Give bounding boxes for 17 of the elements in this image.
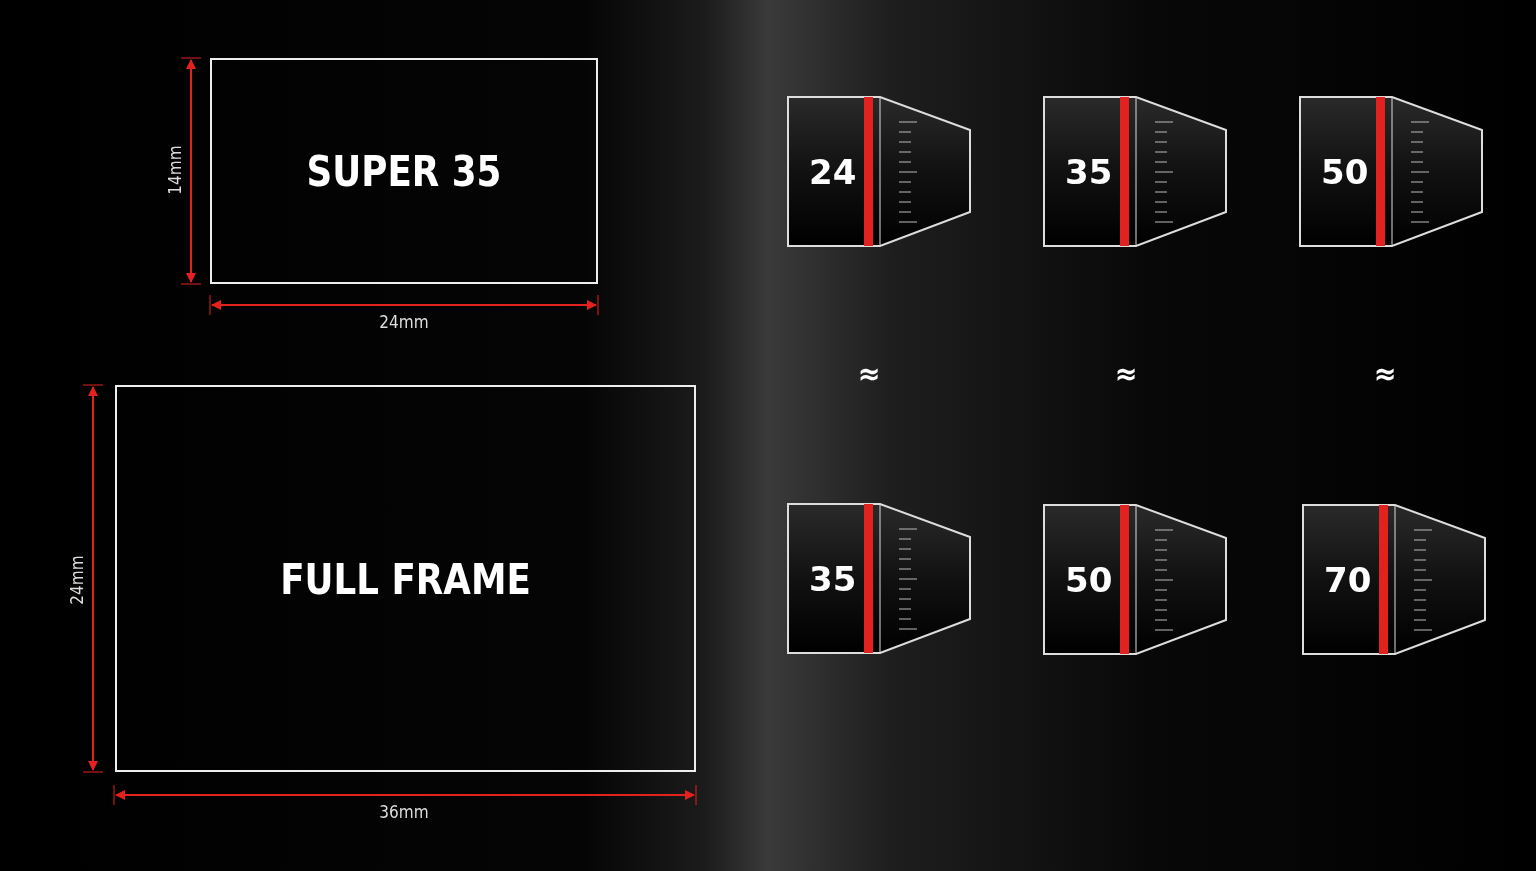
dimension-label: 24mm [67, 555, 87, 605]
approx-sign: ≈ [857, 355, 881, 391]
dimension-label: 14mm [165, 145, 185, 195]
focal-length-label: 50 [1065, 560, 1113, 600]
format-label: SUPER 35 [305, 146, 503, 196]
format-label: FULL FRAME [279, 554, 532, 603]
dimension-label: 24mm [379, 312, 429, 332]
focal-length-label: 35 [1065, 152, 1113, 192]
focal-length-label: 50 [1321, 152, 1369, 192]
focal-length-label: 70 [1324, 560, 1372, 600]
sensor-frame [115, 385, 696, 772]
focal-length-label: 35 [809, 559, 857, 599]
approx-sign: ≈ [1373, 355, 1397, 391]
approx-sign: ≈ [1114, 355, 1138, 391]
focal-length-label: 24 [809, 152, 857, 192]
dimension-label: 36mm [379, 802, 429, 822]
sensor-frame [210, 58, 598, 284]
